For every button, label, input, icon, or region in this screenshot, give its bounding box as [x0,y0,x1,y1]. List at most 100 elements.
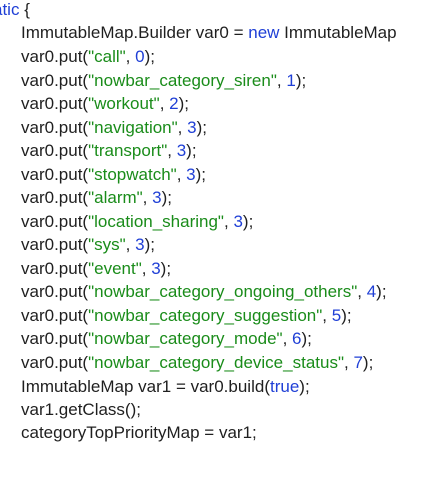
build-close: ); [299,377,310,396]
string-literal: "workout" [88,94,160,113]
put-close: ); [144,235,155,254]
string-literal: "nowbar_category_siren" [88,71,277,90]
getclass-text: var1.getClass(); [21,400,141,419]
put-close: ); [242,212,254,231]
separator: , [176,165,187,184]
put-call: var0.put( [21,47,89,66]
put-call: var0.put( [21,259,89,278]
code-line-put: var0.put("alarm", 3); [0,186,172,209]
builder-decl-text: ImmutableMap.Builder var0 = [21,23,249,42]
put-call: var0.put( [21,71,89,90]
number-literal: 0 [135,47,145,66]
number-literal: 6 [292,329,302,348]
number-literal: 3 [186,165,196,184]
code-line-put: var0.put("sys", 3); [0,233,155,256]
put-close: ); [161,188,172,207]
string-literal: "nowbar_category_ongoing_others" [88,282,358,301]
string-literal: "nowbar_category_device_status" [88,353,344,372]
number-literal: 4 [366,282,377,301]
put-close: ); [144,47,155,66]
code-line-assign: categoryTopPriorityMap = var1; [0,421,257,444]
code-line-put: var0.put("navigation", 3); [0,116,207,139]
assign-text: categoryTopPriorityMap = var1; [21,423,257,442]
code-line-builder-decl: ImmutableMap.Builder var0 = new Immutabl… [0,21,397,44]
string-literal: "nowbar_category_suggestion" [88,306,323,325]
put-close: ); [341,306,352,325]
code-line-put: var0.put("event", 3); [0,257,171,280]
separator: , [282,329,293,348]
number-literal: 3 [233,212,243,231]
separator: , [322,306,332,325]
string-literal: "call" [88,47,126,66]
number-literal: 5 [331,306,342,325]
code-line-put: var0.put("call", 0); [0,45,155,68]
number-literal: 3 [151,259,161,278]
put-call: var0.put( [21,235,89,254]
number-literal: 7 [353,353,363,372]
brace: { [19,0,30,19]
put-call: var0.put( [21,212,89,231]
put-close: ); [186,141,197,160]
number-literal: 3 [152,188,162,207]
keyword: atic [0,0,20,19]
put-close: ); [295,71,307,90]
separator: , [167,141,177,160]
keyword: new [248,23,280,42]
put-close: ); [178,94,190,113]
string-literal: "sys" [88,235,126,254]
number-literal: 3 [187,118,197,137]
number-literal: 2 [169,94,179,113]
code-line-build: ImmutableMap var1 = var0.build(true); [0,375,310,398]
code-line-getclass: var1.getClass(); [0,398,141,421]
string-literal: "nowbar_category_mode" [88,329,283,348]
string-literal: "transport" [88,141,168,160]
string-literal: "event" [88,259,142,278]
code-line-header: atic { [0,0,30,21]
number-literal: 1 [286,71,296,90]
put-close: ); [196,118,207,137]
put-close: ); [160,259,172,278]
separator: , [276,71,287,90]
put-call: var0.put( [21,165,89,184]
separator: , [177,118,188,137]
separator: , [223,212,234,231]
string-literal: "location_sharing" [88,212,224,231]
put-call: var0.put( [21,282,89,301]
number-literal: 3 [176,141,187,160]
put-call: var0.put( [21,118,89,137]
put-call: var0.put( [21,188,89,207]
string-literal: "navigation" [88,118,178,137]
code-line-put: var0.put("workout", 2); [0,92,189,115]
separator: , [343,353,354,372]
put-close: ); [301,329,312,348]
code-line-put: var0.put("nowbar_category_siren", 1); [0,69,306,92]
put-call: var0.put( [21,306,89,325]
code-line-put: var0.put("transport", 3); [0,139,197,162]
put-call: var0.put( [21,329,89,348]
separator: , [141,259,152,278]
put-call: var0.put( [21,94,89,113]
code-line-put: var0.put("nowbar_category_suggestion", 5… [0,304,352,327]
builder-decl-type: ImmutableMap [279,23,397,42]
code-line-put: var0.put("nowbar_category_ongoing_others… [0,280,387,303]
string-literal: "stopwatch" [88,165,177,184]
put-close: ); [376,282,387,301]
put-call: var0.put( [21,353,89,372]
put-call: var0.put( [21,141,89,160]
build-text: ImmutableMap var1 = var0.build( [21,377,270,396]
separator: , [125,235,136,254]
code-line-put: var0.put("nowbar_category_mode", 6); [0,327,312,350]
string-literal: "alarm" [88,188,143,207]
put-close: ); [362,353,374,372]
number-literal: 3 [135,235,145,254]
separator: , [159,94,170,113]
keyword: true [269,377,300,396]
put-close: ); [195,165,207,184]
separator: , [125,47,136,66]
separator: , [357,282,367,301]
separator: , [142,188,153,207]
code-line-put: var0.put("nowbar_category_device_status"… [0,351,373,374]
code-line-put: var0.put("location_sharing", 3); [0,210,253,233]
code-line-put: var0.put("stopwatch", 3); [0,163,206,186]
